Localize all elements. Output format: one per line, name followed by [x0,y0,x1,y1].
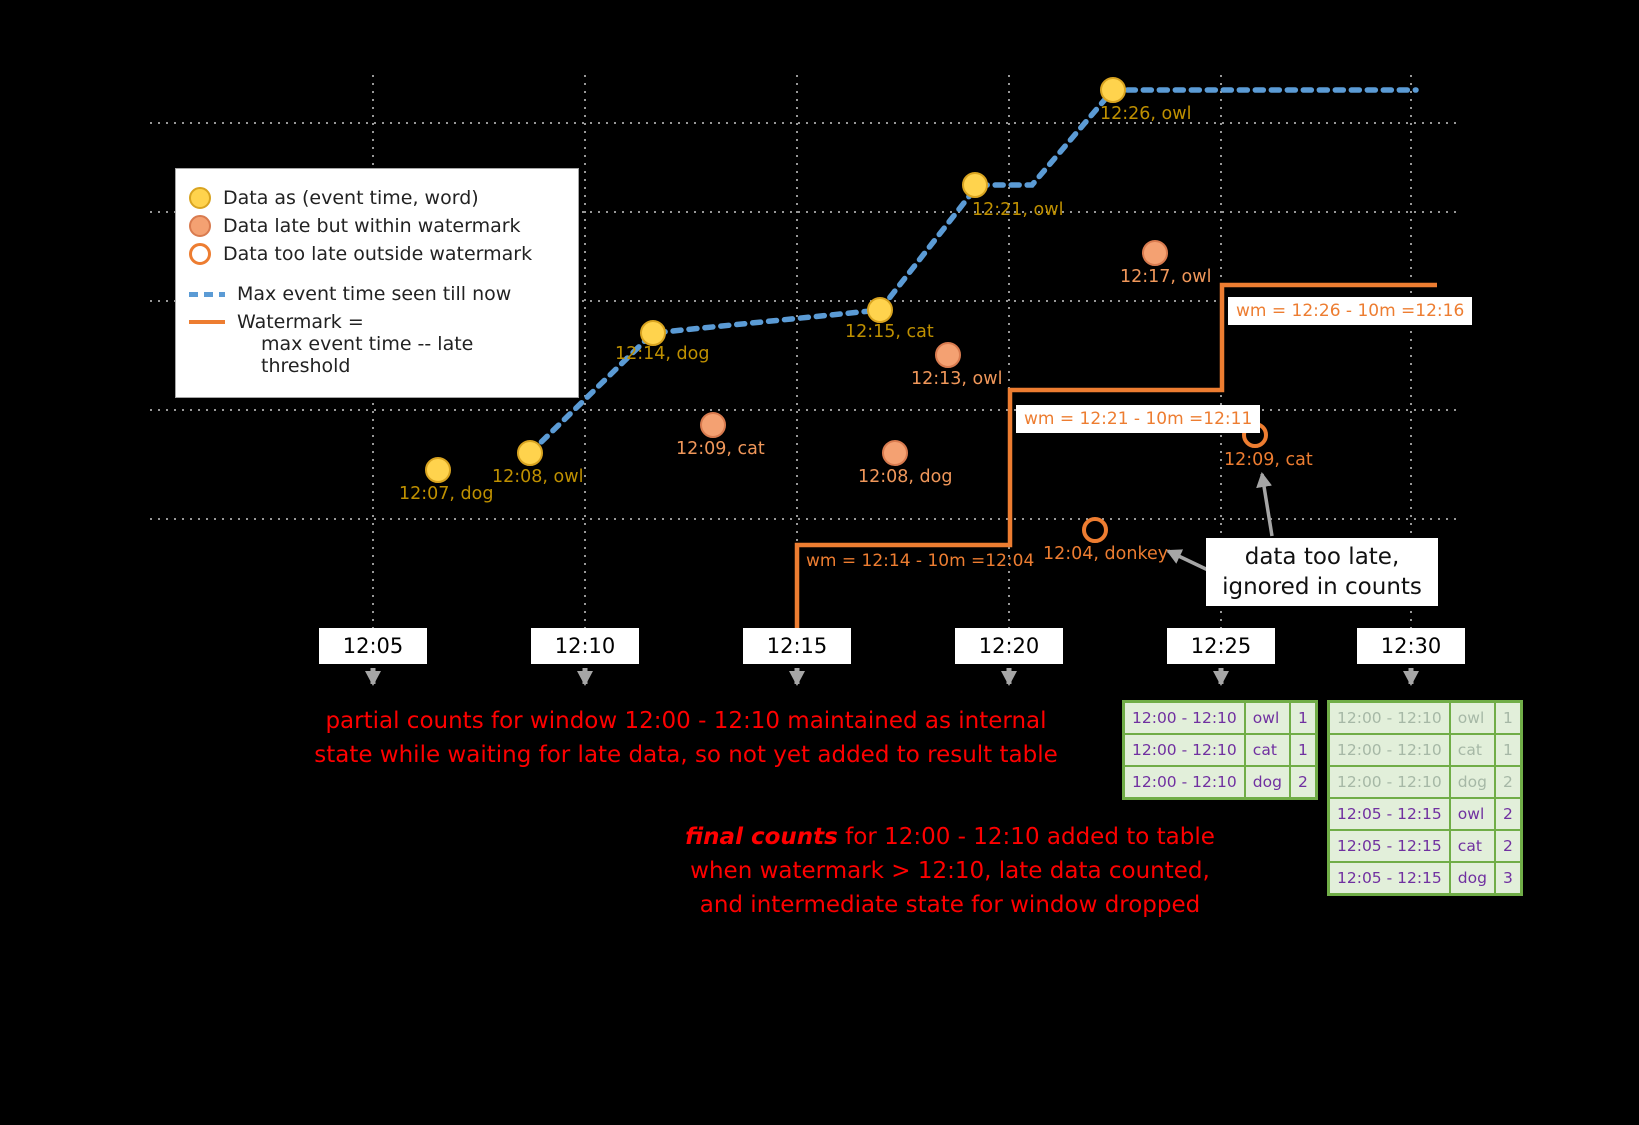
legend-item-label: Data late but within watermark [223,215,521,237]
watermark-line [794,282,1437,628]
table-row: 12:00 - 12:10 cat 1 [1327,733,1523,767]
intermediate-result-table: 12:00 - 12:10 owl 1 12:00 - 12:10 cat 1 … [1122,700,1318,800]
legend-item-label: Max event time seen till now [237,283,512,305]
count-cell: 1 [1493,700,1523,735]
table-row: 12:05 - 12:15 owl 2 [1327,797,1523,831]
data-point [640,320,666,346]
legend-item: Data late but within watermark [189,215,565,237]
window-cell: 12:00 - 12:10 [1122,765,1246,800]
table-row: 12:00 - 12:10 dog 2 [1122,765,1318,800]
too-late-arrows [1166,472,1274,572]
word-cell: dog [1448,765,1496,799]
too-late-arrow-to-cat [1256,472,1274,537]
data-point [425,457,451,483]
data-point-label: 12:09, cat [676,439,765,459]
count-cell: 1 [1288,733,1318,767]
time-tick-12-05: 12:05 [319,628,427,664]
data-point-label: 12:26, owl [1100,104,1192,124]
max-event-time-line [527,87,1419,456]
legend-item: Data as (event time, word) [189,187,565,209]
data-point [882,440,908,466]
data-point [1082,517,1108,543]
window-cell: 12:00 - 12:10 [1327,733,1451,767]
table-row: 12:00 - 12:10 owl 1 [1122,700,1318,735]
table-row: 12:00 - 12:10 owl 1 [1327,700,1523,735]
data-point [700,412,726,438]
too-late-note: data too late, ignored in counts [1206,538,1438,606]
data-point-label: 12:08, owl [492,467,584,487]
legend-item: Watermark = max event time -- late thres… [189,311,565,377]
time-tick-12-30: 12:30 [1357,628,1465,664]
data-point-label: 12:08, dog [858,467,953,487]
word-cell: cat [1243,733,1291,767]
word-cell: dog [1243,765,1291,800]
window-cell: 12:00 - 12:10 [1327,765,1451,799]
data-point [517,440,543,466]
time-tick-12-10: 12:10 [531,628,639,664]
data-point [1142,240,1168,266]
data-point [962,172,988,198]
table-row: 12:05 - 12:15 cat 2 [1327,829,1523,863]
time-tick-12-15: 12:15 [743,628,851,664]
data-point-label: 12:13, owl [911,369,1003,389]
partial-counts-note: partial counts for window 12:00 - 12:10 … [314,708,1058,768]
legend-item-label: Data too late outside watermark [223,243,533,265]
window-cell: 12:05 - 12:15 [1327,797,1451,831]
word-cell: dog [1448,861,1496,896]
word-cell: owl [1448,797,1496,831]
legend-item-label: Data as (event time, word) [223,187,479,209]
window-cell: 12:00 - 12:10 [1327,700,1451,735]
legend-item: Data too late outside watermark [189,243,565,265]
data-point-label: 12:07, dog [399,484,494,504]
legend-item: Max event time seen till now [189,283,565,305]
time-tick-12-20: 12:20 [955,628,1063,664]
data-point-label: 12:09, cat [1224,450,1313,470]
table-row: 12:00 - 12:10 cat 1 [1122,733,1318,767]
window-cell: 12:05 - 12:15 [1327,829,1451,863]
watermark-label-3: wm = 12:26 - 10m =12:16 [1228,297,1473,325]
window-cell: 12:00 - 12:10 [1122,733,1246,767]
word-cell: owl [1243,700,1291,735]
data-point-label: 12:15, cat [845,322,934,342]
data-point [935,342,961,368]
data-point-label: 12:17, owl [1120,267,1212,287]
late-dot-icon [189,215,211,237]
too-late-arrow-to-donkey [1166,549,1209,572]
final-counts-note: final counts for 12:00 - 12:10 added to … [685,824,1215,918]
window-cell: 12:00 - 12:10 [1122,700,1246,735]
data-point-label: 12:14, dog [615,344,710,364]
count-cell: 3 [1493,861,1523,896]
watermark-label-1: wm = 12:14 - 10m =12:04 [806,551,1035,571]
axis-arrows [365,668,1419,686]
count-cell: 1 [1288,700,1318,735]
table-row: 12:00 - 12:10 dog 2 [1327,765,1523,799]
final-result-table: 12:00 - 12:10 owl 1 12:00 - 12:10 cat 1 … [1327,700,1523,896]
watermark-label-2: wm = 12:21 - 10m =12:11 [1016,405,1261,433]
word-cell: cat [1448,829,1496,863]
count-cell: 2 [1288,765,1318,800]
count-cell: 1 [1493,733,1523,767]
too-late-circle-icon [189,243,211,265]
legend-item-label: Watermark = max event time -- late thres… [237,311,474,377]
legend: Data as (event time, word) Data late but… [175,168,579,398]
watermark-line-sample [189,320,225,324]
data-point [1100,77,1126,103]
on-time-dot-icon [189,187,211,209]
count-cell: 2 [1493,765,1523,799]
word-cell: owl [1448,700,1496,735]
time-tick-12-25: 12:25 [1167,628,1275,664]
table-row: 12:05 - 12:15 dog 3 [1327,861,1523,896]
data-point-label: 12:21, owl [972,200,1064,220]
word-cell: cat [1448,733,1496,767]
count-cell: 2 [1493,797,1523,831]
data-point [867,297,893,323]
window-cell: 12:05 - 12:15 [1327,861,1451,896]
max-event-line-sample [189,291,225,297]
data-point-label: 12:04, donkey [1043,544,1169,564]
count-cell: 2 [1493,829,1523,863]
